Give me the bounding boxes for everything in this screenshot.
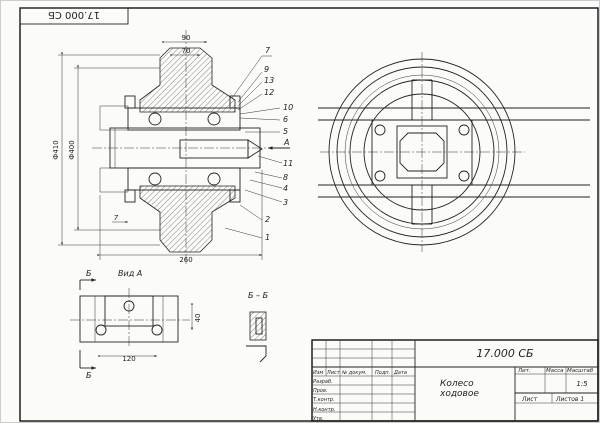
tb-role-razrab: Разраб. [313,379,333,385]
tb-sheets: Листов 1 [555,396,584,403]
dim-40: 40 [194,314,202,323]
leader-6: 6 [283,115,288,124]
tb-header-list: Лист [326,370,341,376]
leader-3: 3 [283,198,288,207]
leader-1: 1 [265,233,270,242]
leader-13: 13 [264,76,274,85]
leader-7: 7 [265,46,271,55]
tb-role-prov: Пров. [313,388,328,394]
section-mark-top: Б [86,269,92,278]
tb-role-nkontr: Н.контр. [313,407,335,413]
tb-scale-header: Масштаб [567,368,594,374]
leader-11: 11 [283,159,293,168]
corner-stamp: 17.000 СБ [19,7,129,25]
tb-name-line2: ходовое [439,389,479,399]
tb-name-line1: Колесо [440,379,474,389]
section-b-b-label: Б – Б [248,291,269,300]
leader-9: 9 [264,65,269,74]
drawing-frame [19,7,599,422]
leader-8: 8 [283,173,288,182]
tb-role-tkontr: Т.контр. [313,397,335,403]
tb-designation: 17.000 СБ [476,347,533,360]
tb-header-sign: Подп. [375,370,390,376]
leader-5: 5 [283,127,288,136]
leader-4: 4 [283,184,288,193]
dim-120: 120 [122,355,135,363]
tb-header-izm: Изм [313,370,323,376]
tb-header-doc: № докум. [341,370,367,376]
leader-12: 12 [264,88,274,97]
dim-410: Ф410 [52,140,60,159]
dim-7: 7 [114,214,119,222]
wheel-side-view [318,52,590,252]
arrow-a-label: A [283,138,289,147]
wheel-section-view: 90 70 Ф410 Ф400 260 [52,30,293,265]
view-a-label: Вид А [118,269,142,278]
leader-2: 2 [265,215,270,224]
section-b-b: Б – Б [246,291,269,363]
leader-10: 10 [283,103,293,112]
tb-lit: Лит. [517,368,531,374]
tb-sheet: Лист [521,396,538,403]
tb-role-utv: Утв. [313,416,324,422]
corner-stamp-text: 17.000 СБ [48,9,100,20]
section-mark-bottom: Б [86,371,92,380]
tb-scale: 1:5 [576,380,588,388]
title-block: Изм Лист № докум. Подп. Дата Разраб. Про… [311,339,599,422]
tb-header-date: Дата [393,370,407,376]
dim-400: Ф400 [68,140,76,159]
view-a: Б Вид А 120 40 Б [70,269,202,380]
tb-mass: Масса [546,368,564,374]
